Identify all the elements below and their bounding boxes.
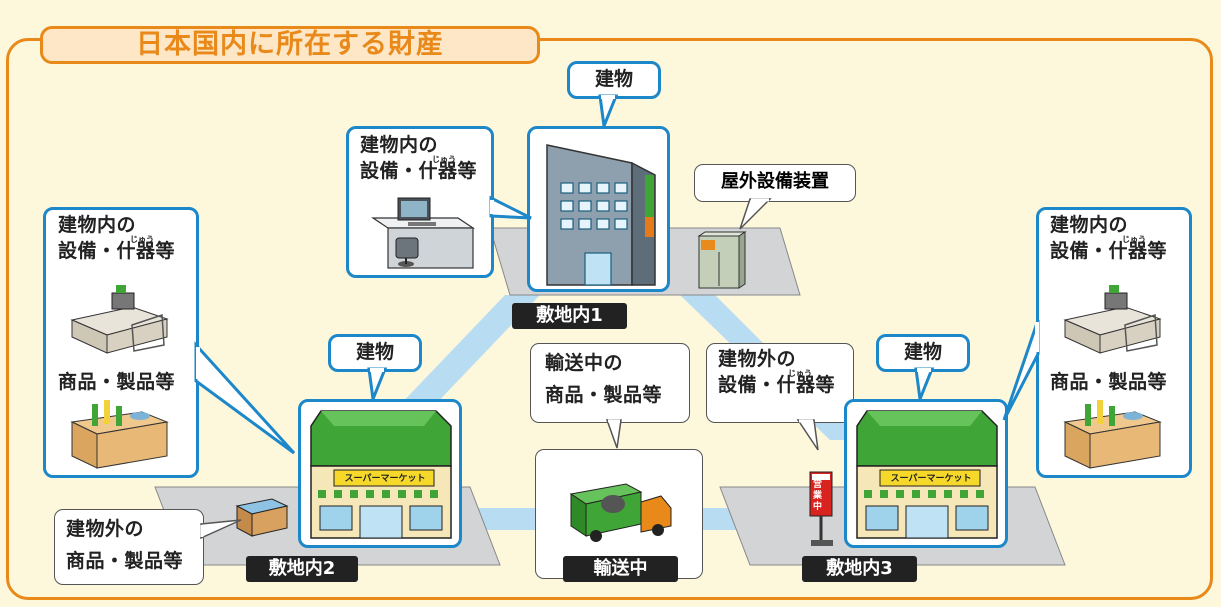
site1-equipment-label: 建物内の じゅう 設備・什器等 — [360, 132, 490, 184]
site3-outside-equipment-box — [706, 343, 854, 423]
site3-outside-equipment-line2: 設備・什器等 — [718, 374, 836, 396]
site2-equipment-line2: 設備・什器等 — [58, 240, 176, 262]
site2-outside-goods-pointer — [200, 519, 242, 540]
diagram-title: 日本国内に所在する財産 — [40, 26, 540, 64]
site3-outside-equipment-ruby: じゅう — [788, 369, 812, 378]
connector-1-2 — [395, 295, 540, 410]
goods-box-icon — [70, 400, 169, 469]
transit-tag: 輸送中 — [563, 556, 678, 582]
site3-outside-equipment-pointer — [796, 419, 819, 451]
outdoor-unit-icon — [697, 231, 747, 289]
site3-outside-equipment-line1: 建物外の — [718, 348, 797, 370]
outside-goods-crate-icon — [235, 498, 289, 537]
site1-equipment-pointer — [489, 195, 532, 220]
site3-equipment-line1: 建物内の — [1050, 214, 1129, 236]
site3-equipment-label: 建物内の じゅう 設備・什器等 — [1050, 212, 1180, 264]
desk-computer-icon — [371, 197, 475, 269]
outdoor-equipment-pointer — [739, 198, 772, 230]
supermarket-icon-3 — [856, 410, 998, 539]
goods-box-icon-3 — [1063, 400, 1162, 469]
site1-equipment-line1: 建物内の — [360, 134, 439, 156]
site2-equipment-line1: 建物内の — [58, 214, 137, 236]
site2-panel-pointer — [194, 341, 296, 455]
site2-building-label: 建物 — [328, 334, 422, 372]
site2-goods-label: 商品・製品等 — [58, 371, 176, 393]
site2-outside-goods-line1: 建物外の — [66, 518, 145, 540]
site2-equipment-label: 建物内の じゅう 設備・什器等 — [58, 212, 188, 264]
site1-tag: 敷地内1 — [512, 303, 627, 329]
site2-outside-goods-label: 建物外の 商品・製品等 — [66, 516, 202, 574]
cash-register-icon — [70, 285, 169, 354]
site3-outside-equipment-label: 建物外の じゅう 設備・什器等 — [718, 346, 852, 398]
transit-goods-line2: 商品・製品等 — [545, 384, 663, 406]
office-building-icon — [546, 144, 656, 286]
transit-goods-label: 輸送中の 商品・製品等 — [545, 350, 685, 408]
site1-building-label-pointer — [598, 94, 619, 132]
site1-equipment-ruby: じゅう — [432, 155, 456, 164]
transit-goods-box — [530, 343, 690, 423]
site2-outside-goods-box — [54, 509, 204, 585]
site3-building-label-pointer — [914, 367, 935, 405]
delivery-truck-icon — [569, 483, 672, 542]
site3-store-sign: スーパーマーケット — [890, 474, 972, 484]
supermarket-icon-2 — [310, 410, 452, 539]
open-sign-text: 営業中 — [813, 480, 823, 512]
cash-register-icon-3 — [1063, 285, 1162, 354]
site2-outside-goods-line2: 商品・製品等 — [66, 550, 184, 572]
site2-tag: 敷地内2 — [246, 556, 358, 582]
outdoor-equipment-label: 屋外設備装置 — [694, 164, 856, 202]
site2-building-label-pointer — [367, 367, 388, 405]
site3-goods-label: 商品・製品等 — [1050, 371, 1168, 393]
open-sign-stand-icon — [809, 471, 833, 546]
transit-goods-line1: 輸送中の — [545, 352, 624, 374]
site3-tag: 敷地内3 — [802, 556, 917, 582]
site2-equipment-ruby: じゅう — [130, 235, 154, 244]
site1-building-label: 建物 — [567, 61, 661, 99]
diagram-frame — [6, 38, 1213, 600]
site2-store-sign: スーパーマーケット — [344, 474, 426, 484]
site3-equipment-line2: 設備・什器等 — [1050, 240, 1168, 262]
site1-equipment-line2: 設備・什器等 — [360, 160, 478, 182]
transit-goods-pointer — [605, 419, 622, 449]
site3-building-label: 建物 — [876, 334, 970, 372]
site3-panel-pointer — [1002, 319, 1040, 421]
site3-equipment-ruby: じゅう — [1122, 235, 1146, 244]
